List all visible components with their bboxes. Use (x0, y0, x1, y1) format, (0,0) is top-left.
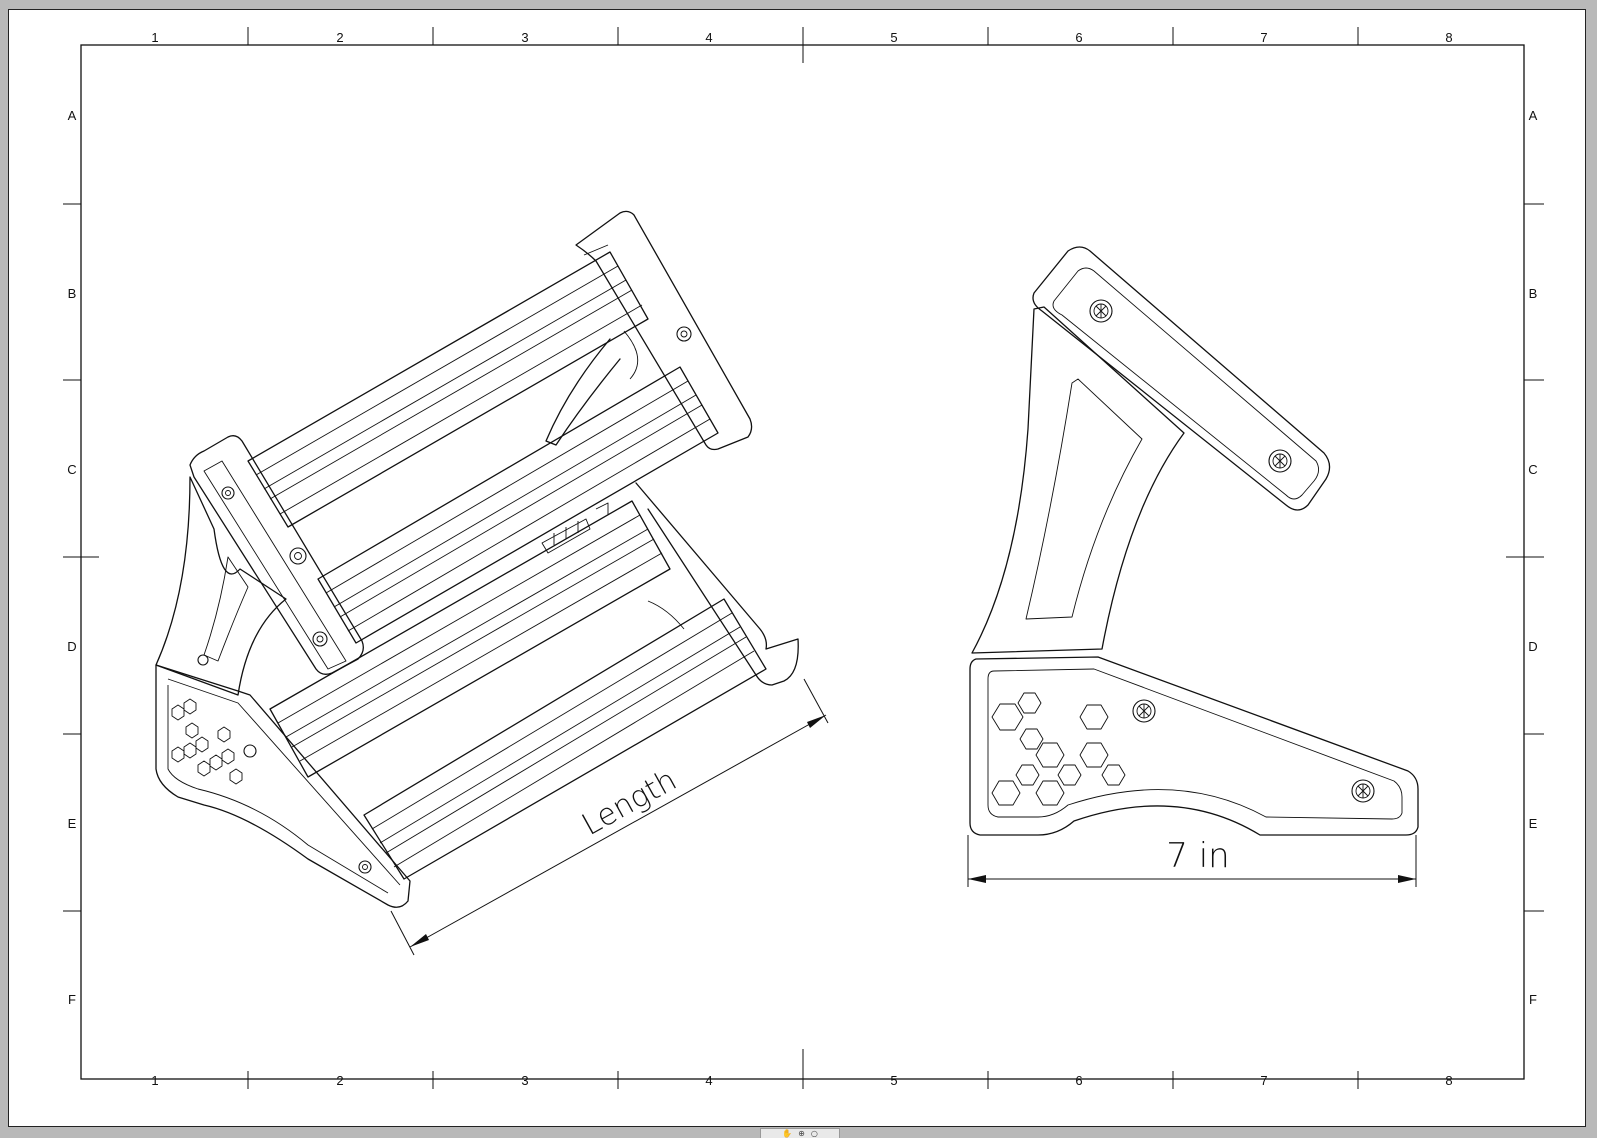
zone-row-d: D (1528, 639, 1537, 654)
zone-labels-top: 1 2 3 4 5 6 7 8 (151, 30, 1452, 45)
bolt-icon (243, 744, 257, 758)
zone-col-5: 5 (890, 30, 897, 45)
length-label: Length (576, 763, 683, 843)
lower-rail-1 (269, 500, 671, 778)
zone-labels-bottom: 1 2 3 4 5 6 7 8 (151, 1073, 1452, 1088)
zone-col-8: 8 (1445, 1073, 1452, 1088)
hex-pattern (991, 692, 1126, 806)
bolt-icon (312, 631, 328, 647)
zone-row-b: B (68, 286, 77, 301)
zone-row-a: A (1529, 108, 1538, 123)
front-bracket-plate (189, 435, 364, 675)
upper-rail-1 (247, 251, 649, 528)
zone-col-4: 4 (705, 30, 712, 45)
zone-row-e: E (1529, 816, 1538, 831)
zone-col-3: 3 (521, 30, 528, 45)
bolt-icon (289, 547, 307, 565)
zone-labels-right: A B C D E F (1528, 108, 1537, 1007)
fit-icon[interactable]: ○ (810, 1128, 818, 1138)
zone-row-e: E (68, 816, 77, 831)
upper-rail-2 (317, 366, 719, 644)
zone-col-5: 5 (890, 1073, 897, 1088)
zone-col-1: 1 (151, 30, 158, 45)
zone-row-d: D (67, 639, 76, 654)
zone-col-3: 3 (521, 1073, 528, 1088)
zone-ticks (63, 27, 1544, 1089)
width-label: 7 in (1166, 836, 1229, 876)
zone-row-c: C (67, 462, 76, 477)
lower-rail-2 (363, 598, 767, 880)
zone-col-2: 2 (336, 30, 343, 45)
rear-lower-bracket (635, 482, 799, 686)
rail-clip (541, 502, 609, 554)
zone-row-a: A (68, 108, 77, 123)
technical-drawing: 1 2 3 4 5 6 7 8 1 2 3 4 5 6 7 8 A B C D … (8, 9, 1586, 1127)
zone-col-1: 1 (151, 1073, 158, 1088)
front-upright (155, 476, 287, 696)
side-base-plate (969, 656, 1419, 836)
zone-col-6: 6 (1075, 1073, 1082, 1088)
front-base-plate (155, 664, 411, 908)
back-bracket-plate (575, 210, 753, 451)
side-view: 7 in (967, 246, 1419, 887)
hand-icon[interactable]: ✋ (782, 1128, 793, 1138)
zone-col-7: 7 (1260, 30, 1267, 45)
zone-row-c: C (1528, 462, 1537, 477)
hex-pattern (171, 698, 243, 785)
side-upright (971, 306, 1185, 654)
zone-row-f: F (68, 992, 76, 1007)
top-arm (1032, 246, 1331, 511)
bolt-icon (197, 654, 209, 666)
bolt-icon (221, 486, 235, 500)
bolt-icon (676, 326, 692, 342)
zone-col-7: 7 (1260, 1073, 1267, 1088)
zone-col-8: 8 (1445, 30, 1452, 45)
zone-col-2: 2 (336, 1073, 343, 1088)
back-gusset (545, 338, 621, 446)
zone-labels-left: A B C D E F (67, 108, 76, 1007)
width-dimension: 7 in (967, 835, 1417, 887)
zone-col-4: 4 (705, 1073, 712, 1088)
isometric-view: Length (155, 210, 829, 956)
zone-row-f: F (1529, 992, 1537, 1007)
zone-row-b: B (1529, 286, 1538, 301)
drawing-sheet: 1 2 3 4 5 6 7 8 1 2 3 4 5 6 7 8 A B C D … (8, 9, 1586, 1127)
sheet-border (8, 9, 1586, 1127)
viewer-toolbar: ✋ ⊕ ○ (760, 1128, 840, 1138)
zone-col-6: 6 (1075, 30, 1082, 45)
length-dimension: Length (390, 678, 829, 956)
zoom-icon[interactable]: ⊕ (798, 1128, 805, 1138)
bolt-icon (358, 860, 372, 874)
